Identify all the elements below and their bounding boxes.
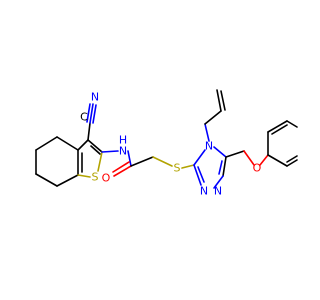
bond [77, 174, 91, 178]
bond [259, 154, 269, 166]
bond [286, 120, 298, 128]
bond [113, 165, 132, 177]
bond [222, 156, 227, 177]
bond-layer [35, 89, 298, 189]
bond [213, 175, 224, 189]
bond [87, 139, 103, 153]
bond [243, 150, 255, 166]
triazole-n4-label: N [205, 140, 213, 153]
bond [77, 139, 89, 151]
atom-label-layer: C N N H O S S N N N O [80, 91, 262, 198]
bond [213, 146, 227, 158]
molecule-structure-diagram: C N N H O S S N N N O [35, 89, 298, 198]
bond [286, 155, 298, 163]
bond [225, 150, 245, 158]
thiophene-sulfur-label: S [92, 171, 99, 184]
bond [56, 174, 79, 187]
bond [90, 145, 101, 155]
amide-nitrogen-label: N [119, 145, 127, 158]
bond [56, 136, 79, 151]
bond [87, 122, 91, 141]
bond [112, 161, 130, 173]
bond [130, 156, 154, 167]
bond [181, 164, 195, 169]
bond [267, 154, 288, 167]
bond [152, 156, 173, 167]
carbonyl-oxygen-label: O [102, 172, 111, 185]
bond [204, 123, 210, 142]
bond [35, 173, 58, 187]
bond [267, 120, 288, 133]
amide-hydrogen-label: H [119, 134, 127, 147]
ether-oxygen-label: O [253, 162, 262, 175]
bond [127, 150, 132, 167]
bond [97, 151, 103, 172]
bond [271, 124, 288, 135]
bond [204, 110, 222, 125]
bond [286, 159, 298, 167]
bond [89, 103, 94, 124]
nitrile-nitrogen-label: N [91, 91, 99, 104]
bond [193, 164, 202, 186]
triazole-n2-label: N [200, 185, 208, 198]
bond [86, 103, 91, 123]
bond [101, 150, 119, 153]
bond [216, 89, 222, 112]
nitrile-carbon-label: C [80, 111, 88, 124]
bond [218, 160, 223, 175]
thioether-sulfur-label: S [174, 162, 181, 175]
bond [92, 104, 97, 124]
triazole-n1-label: N [214, 185, 222, 198]
bond [220, 90, 226, 111]
bond [193, 149, 206, 166]
bond [197, 166, 205, 183]
bond [35, 136, 58, 151]
